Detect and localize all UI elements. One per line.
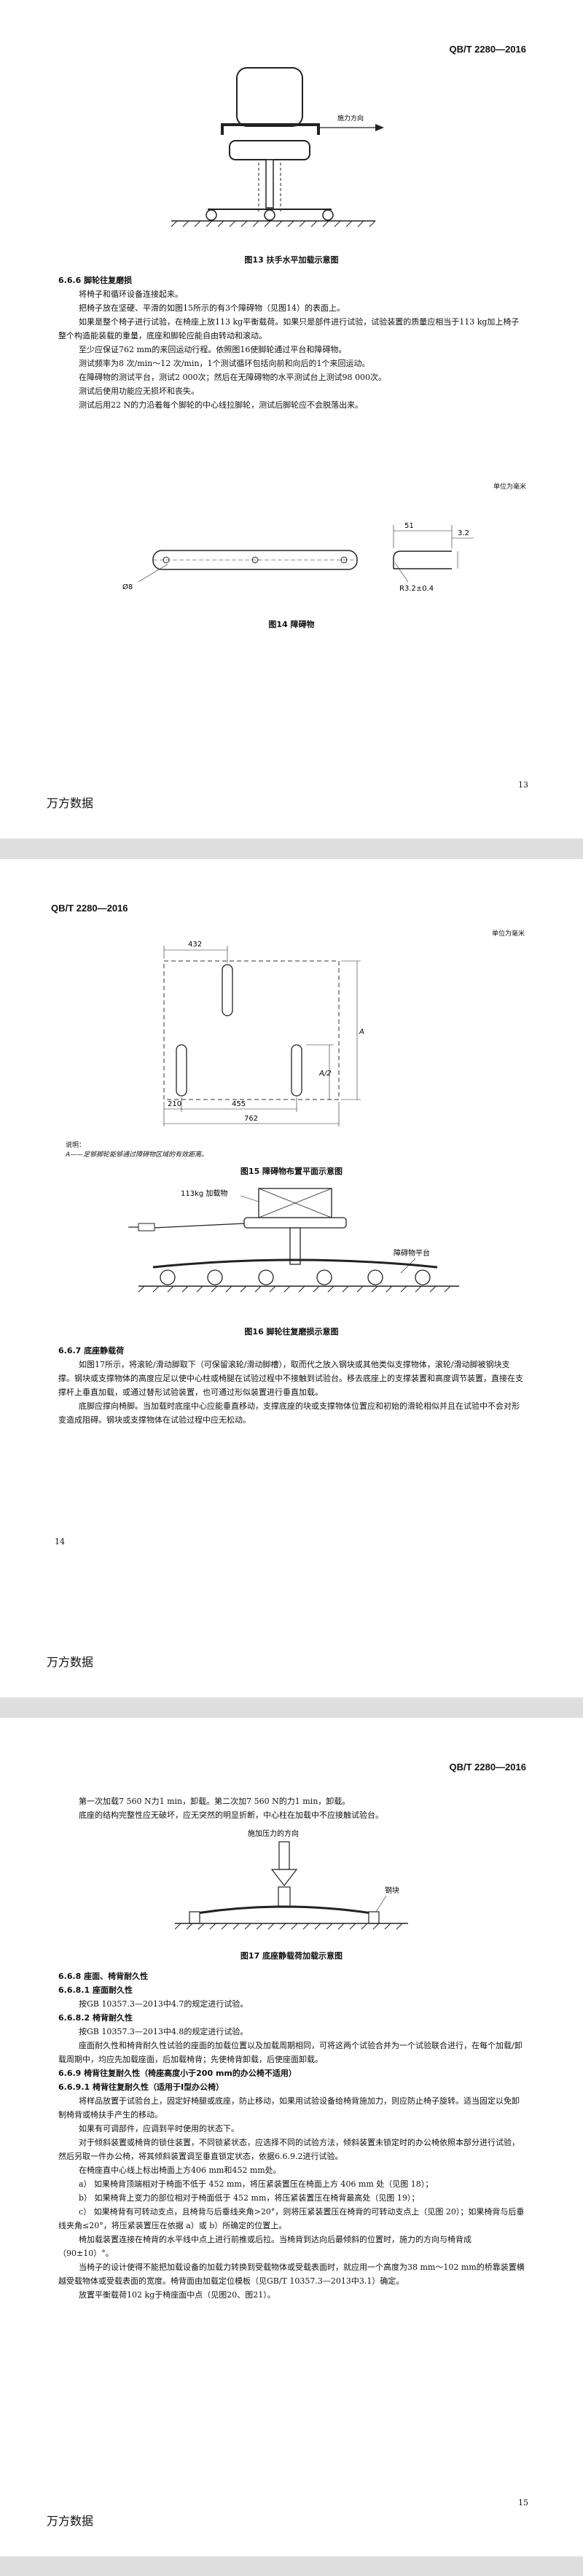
dim-radius: R3.2±0.4 [399,585,434,593]
note-text: A——足够脚轮能够通过障碍物区域的有效距离。 [66,1151,208,1159]
figure-17-caption: 图17 底座静载荷加载示意图 [240,1951,343,1961]
figure-14-obstacle: 51 3.2 Ø8 R3.2±0.4 [122,522,474,593]
paragraph: 在障碍物的测试平台，测试2 000次；然后在无障碍物的水平测试台上测试98 00… [79,373,386,382]
dim-diameter: Ø8 [122,583,133,591]
section-6-6-7: 6.6.7 底座静载荷 如图17所示，将滚轮/滑动脚取下（可保留滚轮/滑动脚槽）… [58,1344,525,1427]
footer-watermark: 万方数据 [47,796,94,810]
intro-text: 第一次加载7 560 N力1 min，卸载。第二次加7 560 N的力1 min… [58,1794,525,1822]
paragraph: 如果有可调部件，应调到平时使用的状态下。 [79,2124,239,2133]
platform-label: 障碍物平台 [394,1248,430,1258]
paragraph: 底座的结构完整性应无破坏，应无突然的明显折断，中心柱在加载中不应接触试验台。 [79,1810,383,1820]
list-item: b） 如果椅背上变力的部位相对于椅面低于 452 mm，将压紧装置压在椅背最高处… [79,2193,420,2203]
paragraph: 第一次加载7 560 N力1 min，卸载。第二次加7 560 N的力1 min… [79,1797,351,1806]
page-number: 14 [55,1537,65,1546]
paragraph: 放置平衡载荷102 kg于椅座面中点（见图20、图21）。 [79,2290,275,2300]
section-6-6-6: 6.6.6 脚轮往复磨损 将椅子和循环设备连接起来。 把椅子放在坚硬、平滑的如图… [58,273,525,412]
paragraph: 当椅子的设计使得不能把加载设备的加载力转换到受载物体或受载表面时，就应用一个高度… [58,2262,525,2286]
figure-17-base-static-load: 施加压力的方向 钢块 [174,1829,408,1930]
page-number: 15 [518,2498,528,2507]
figure-16-caster-wear: 113kg 加载物 障碍物平台 [128,1188,459,1293]
paragraph: 椅加载装置连接在椅背的水平线中点上进行前推或后拉。当椅背到达向后最倾斜的位置时，… [58,2235,472,2258]
load-label: 113kg 加载物 [181,1188,227,1198]
unit-note: 单位为毫米 [493,483,526,491]
figure-15-caption: 图15 障碍物布置平面示意图 [240,1167,343,1176]
page-15: QB/T 2280—2016 第一次加载7 560 N力1 min，卸载。第二次… [0,1718,583,2556]
figure-14-caption: 图14 障碍物 [268,620,315,629]
dim-762: 762 [244,1115,258,1123]
paragraph: 对于倾斜装置或椅背的锁住装置，不同锁紧状态，应选择不同的试验方法，倾斜装置未锁定… [58,2138,520,2161]
paragraph: 测试频率为8 次/min～12 次/min，1个测试循环包括向前和向后的1个来回… [79,359,370,368]
page-14: QB/T 2280—2016 单位为毫米 432 210 455 762 A A… [0,859,583,1697]
paragraph: 将椅子和循环设备连接起来。 [79,289,183,299]
figure-note: 说明： A——足够脚轮能够通过障碍物区域的有效距离。 [66,1140,208,1159]
page-13: QB/T 2280—2016 施力方向 图13 扶手水平加载示意图 6.6.6 … [0,0,583,838]
section-title: 6.6.6 脚轮往复磨损 [58,276,133,285]
page-header: QB/T 2280—2016 [449,1762,526,1773]
paragraph: 至少应保证762 mm的来回运动行程。依照图16使脚轮通过平台和障碍物。 [79,345,347,354]
list-item: c） 如果椅背有可转动支点，且椅背与后垂线夹角>20°，则将压紧装置压在椅背的可… [58,2207,525,2230]
unit-note: 单位为毫米 [491,930,525,938]
footer-watermark: 万方数据 [47,2514,94,2528]
paragraph: 测试后用22 N的力沿着每个脚轮的中心线拉脚轮，测试后脚轮应不会脱落出来。 [79,400,364,410]
paragraph: 如果是整个椅子进行试验，在椅座上放113 kg平衡载荷。如果只是部件进行试验，试… [58,317,520,341]
dim-51: 51 [404,522,414,530]
paragraph: 底脚应撑向椅脚。当加载时底座中心应能垂直移动，支撑底座的块或支撑物体位置应和初始… [58,1401,520,1425]
note-label: 说明： [66,1142,86,1149]
subsection-title: 6.6.9.1 椅背往复耐久性（适用于Ⅰ型办公椅） [58,2082,224,2092]
section-6-6-8: 6.6.8 座面、椅背耐久性 6.6.8.1 座面耐久性 按GB 10357.3… [58,1969,525,2302]
paragraph: 如图17所示，将滚轮/滑动脚取下（可保留滚轮/滑动脚槽），取而代之放入钢块或其他… [58,1360,523,1397]
figure-13-caption: 图13 扶手水平加载示意图 [244,255,339,265]
figure-15-layout: 432 210 455 762 A A/2 [163,941,364,1126]
dim-432: 432 [188,941,202,949]
figure-13-armrest-chair: 施力方向 [171,67,384,227]
dim-a-half: A/2 [318,1070,332,1078]
figure-16-caption: 图16 脚轮往复磨损示意图 [244,1327,339,1336]
dim-455: 455 [232,1100,246,1108]
page-header: QB/T 2280—2016 [51,903,128,914]
footer-watermark: 万方数据 [47,1655,94,1669]
page-header: QB/T 2280—2016 [449,44,526,55]
paragraph: 把椅子放在坚硬、平滑的如图15所示的有3个障碍物（见图14）的表面上。 [79,303,345,313]
paragraph: 测试后使用功能应无损坏和丧失。 [79,386,199,396]
dim-a: A [359,1028,364,1036]
paragraph: 按GB 10357.3—2013中4.7的规定进行试验。 [79,1999,249,2009]
paragraph: 在椅座直中心线上标出椅面上方406 mm和452 mm处。 [79,2166,281,2175]
paragraph: 座面耐久性和椅背耐久性试验的座面的加载位置以及加载周期相同，可将这两个试验合并为… [58,2041,523,2064]
subsection-title: 6.6.8.2 椅背耐久性 [58,2013,133,2023]
force-direction-label: 施加压力的方向 [248,1829,299,1838]
force-direction-label: 施力方向 [337,114,364,122]
paragraph: 将样品放置于试验台上，固定好椅腿或底座，防止移动，如果用试验设备给椅背施加力，则… [58,2096,520,2120]
subsection-title: 6.6.8.1 座面耐久性 [58,1985,133,1995]
paragraph: 按GB 10357.3—2013中4.8的规定进行试验。 [79,2027,249,2036]
section-title: 6.6.7 底座静载荷 [58,1346,125,1355]
section-title: 6.6.8 座面、椅背耐久性 [58,1972,149,1981]
dim-3-2: 3.2 [458,529,469,537]
dim-210: 210 [168,1100,181,1108]
list-item: a） 如果椅背顶端相对于椅面不低于 452 mm，将压紧装置压在椅面上方 406… [79,2179,434,2189]
page-number: 13 [518,780,528,790]
section-title: 6.6.9 椅背往复耐久性（椅座高度小于200 mm的办公椅不适用） [58,2069,297,2078]
steel-block-label: 钢块 [385,1886,399,1895]
